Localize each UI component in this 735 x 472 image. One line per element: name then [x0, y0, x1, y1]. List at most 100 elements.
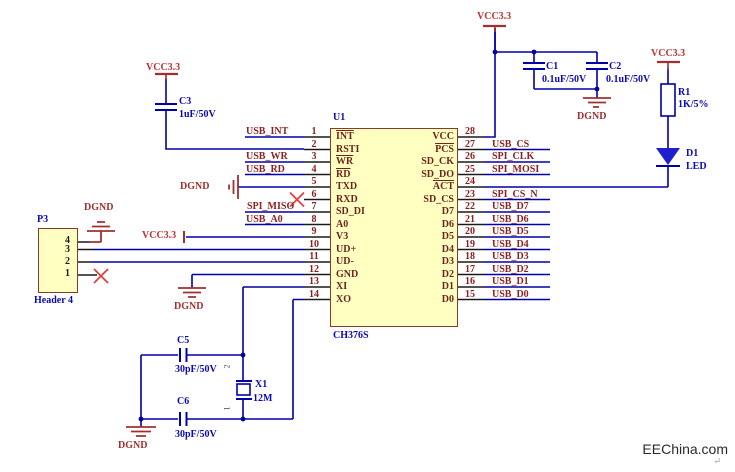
- net-label-usb-d0: USB_D0: [492, 288, 529, 300]
- pin-number-22: 22: [465, 201, 475, 212]
- wire-xtal: [140, 354, 293, 427]
- c1-ref: C1: [546, 61, 559, 72]
- pin-number-14: 14: [309, 288, 319, 300]
- junction-dot: [240, 416, 246, 422]
- chip-part-number: CH376S: [333, 330, 369, 341]
- r1-ref: R1: [678, 87, 691, 98]
- pin-number-25: 25: [465, 163, 475, 175]
- dgnd-symbol-p3: [87, 221, 115, 243]
- dgnd-symbol-bottom: [126, 426, 156, 437]
- pin-name-rsti: RSTI: [336, 143, 360, 155]
- pin-name-sd-ck: SD_CK: [421, 156, 454, 167]
- pin-number-27: 27: [465, 138, 475, 150]
- net-label-spi-miso: SPI_MISO: [247, 201, 295, 212]
- net-label-spi-clk: SPI_CLK: [492, 151, 535, 162]
- pin-number-13: 13: [309, 276, 319, 287]
- pin-number-21: 21: [465, 213, 475, 225]
- pin-name-sd-do: SD_DO: [421, 168, 454, 180]
- d1-triangle: [656, 148, 680, 165]
- c2-ref: C2: [609, 61, 622, 72]
- capacitor-symbols: [155, 62, 608, 426]
- wire-vcc28: [484, 28, 496, 138]
- r1-resistor-symbol: [660, 83, 676, 117]
- p3-stubs: [78, 241, 97, 276]
- pin-number-12: 12: [309, 263, 319, 275]
- wire-c1c2-top: [495, 51, 598, 98]
- pin-name-wr: WR: [336, 156, 354, 167]
- c3-capacitor-symbol: [155, 103, 177, 111]
- pin-name-d7: D7: [441, 206, 454, 217]
- chip-designator: U1: [333, 112, 346, 123]
- c6-ref: C6: [177, 396, 190, 407]
- pin-name-udp: UD+: [336, 243, 357, 255]
- pin-stubs: [78, 136, 484, 301]
- vcc-label-topcenter: VCC3.3: [477, 11, 512, 22]
- pin-name-d1: D1: [441, 281, 454, 292]
- pin-number-18: 18: [465, 251, 475, 262]
- pin-number-8: 8: [311, 213, 317, 225]
- net-label-usb-d4: USB_D4: [492, 238, 529, 250]
- watermark-return-icon: ↵: [713, 456, 721, 466]
- net-label-usb-d2: USB_D2: [492, 263, 529, 275]
- pin-name-rd: RD: [336, 168, 351, 180]
- c1-capacitor-symbol: [523, 62, 545, 70]
- dgnd-label-bottom: DGND: [118, 440, 148, 451]
- pin-name-sd-cs: SD_CS: [423, 193, 454, 205]
- dgnd-label-p3: DGND: [84, 202, 114, 213]
- d1-value: LED: [686, 161, 707, 172]
- header-pin-1: 1: [65, 268, 70, 279]
- no-connect-x-p3: [93, 268, 109, 284]
- d1-led-symbol: [656, 148, 680, 167]
- pin-name-gnd: GND: [336, 268, 359, 280]
- pin-number-3: 3: [311, 151, 317, 162]
- c6-capacitor-symbol: [179, 412, 188, 426]
- chip-body-u1: [330, 128, 458, 327]
- pin-name-d6: D6: [441, 218, 454, 230]
- pin-name-vcc: VCC: [432, 131, 454, 142]
- c5-value: 30pF/50V: [175, 364, 217, 375]
- header-pin-2: 2: [65, 256, 70, 267]
- header-pin-3: 3: [65, 244, 70, 255]
- pin-name-int: INT: [336, 131, 354, 142]
- dgnd-symbol-pin5: [228, 175, 239, 199]
- net-label-usb-wr: USB_WR: [246, 151, 288, 162]
- pin-name-txd: TXD: [336, 181, 358, 192]
- pin-name-sd-di: SD_DI: [336, 206, 365, 217]
- c3-value: 1uF/50V: [179, 109, 216, 120]
- wires: [92, 28, 669, 427]
- pin-name-a0: A0: [336, 218, 349, 230]
- net-label-usb-d3: USB_D3: [492, 251, 529, 262]
- net-label-usb-cs: USB_CS: [492, 138, 530, 150]
- x1-value: 12M: [253, 393, 273, 404]
- junction-dot: [138, 416, 144, 422]
- dgnd-symbol-c2: [583, 97, 611, 108]
- vcc-label-pin9: VCC3.3: [142, 230, 177, 241]
- pin-number-9: 9: [311, 226, 317, 237]
- header-pin-4: 4: [65, 235, 70, 246]
- net-label-spi-cs-n: SPI_CS_N: [492, 188, 538, 200]
- pin-name-act: ACT: [432, 181, 454, 192]
- junction-dots: [138, 49, 600, 422]
- net-label-usb-d7: USB_D7: [492, 201, 529, 212]
- net-label-usb-int: USB_INT: [246, 126, 289, 137]
- pin-number-7: 7: [311, 201, 317, 212]
- header-part: Header 4: [34, 295, 73, 306]
- x1-plates: [236, 380, 252, 400]
- pin-number-11: 11: [309, 251, 319, 262]
- pin-name-d4: D4: [441, 243, 454, 255]
- c3-ref: C3: [179, 96, 192, 107]
- c5-capacitor-symbol: [179, 348, 188, 362]
- chip-left-stubs: [304, 136, 330, 301]
- pin-name-d3: D3: [441, 256, 454, 267]
- pin-name-d2: D2: [441, 268, 454, 280]
- pin-number-4: 4: [311, 163, 317, 175]
- no-connect-marks: [93, 191, 305, 284]
- junction-dot: [240, 352, 246, 358]
- pin-name-xi: XI: [336, 281, 348, 292]
- wire-gnd12: [191, 273, 304, 288]
- pin-name-udm: UD-: [336, 256, 354, 267]
- x1-crystal-body: [236, 383, 251, 396]
- pin-number-17: 17: [465, 263, 475, 275]
- r1-value: 1K/5%: [678, 99, 709, 110]
